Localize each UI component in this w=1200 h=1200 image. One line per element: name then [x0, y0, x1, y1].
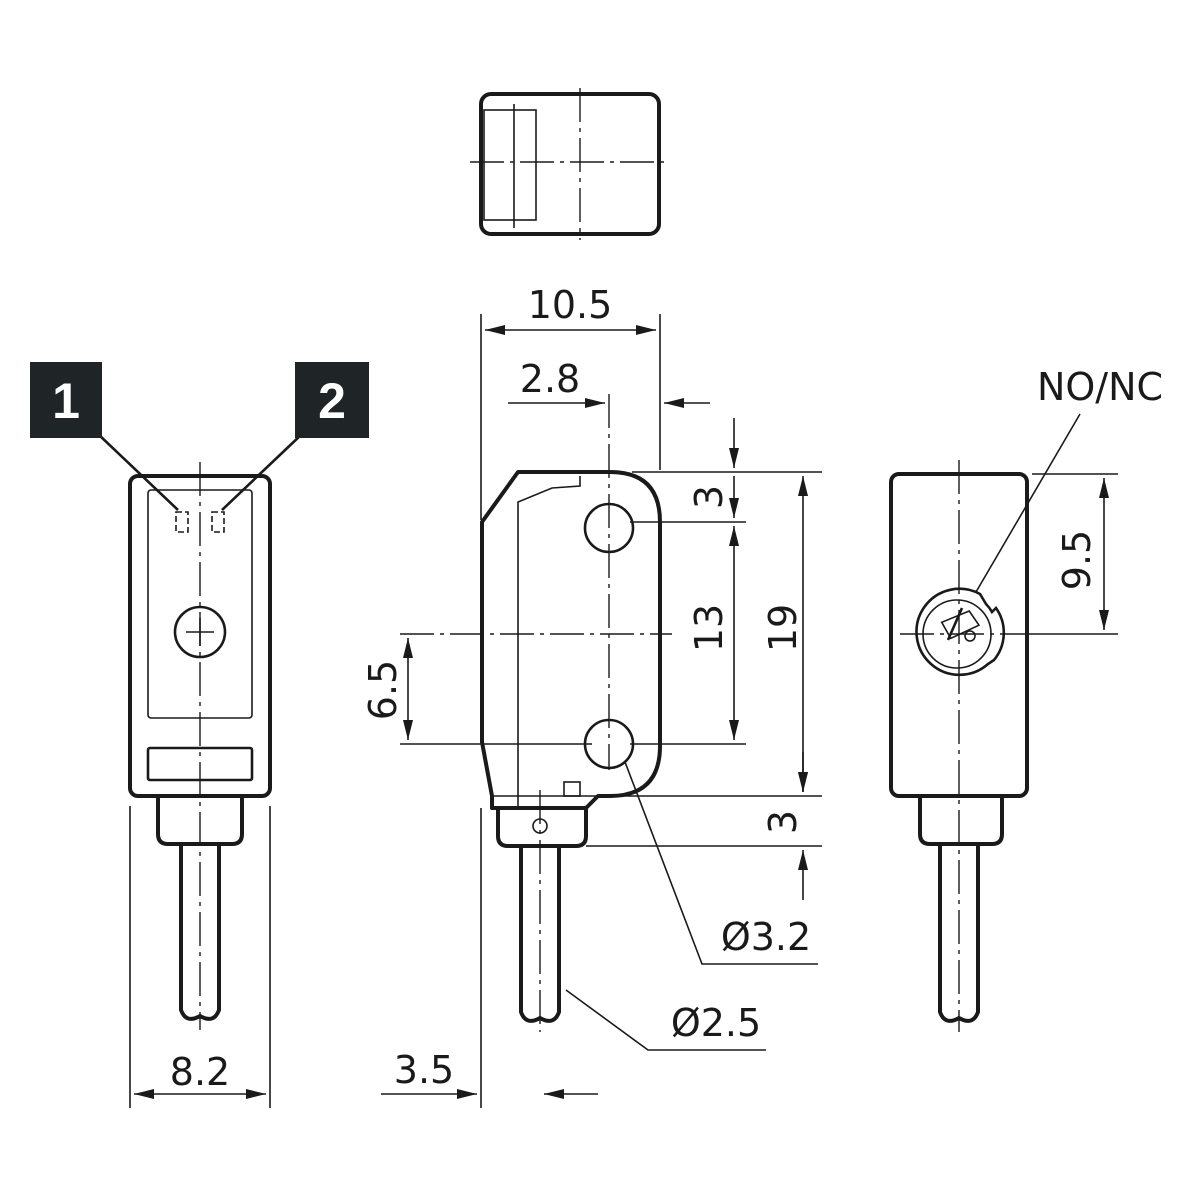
led-1-icon [175, 511, 189, 533]
switch-label: NO/NC [1037, 365, 1163, 409]
dimension-height-total: 19 [761, 604, 805, 652]
dimension-center-offset: 6.5 [361, 660, 405, 720]
dimension-hole-spacing: 13 [687, 604, 731, 652]
front-view: 8.2 [97, 433, 303, 1108]
dimension-hole-offset-x: 2.8 [520, 357, 580, 401]
dimension-cable-offset: 3.5 [394, 1048, 454, 1092]
badge-1-label: 1 [52, 373, 80, 429]
rear-view: NO/NC 9.5 [889, 365, 1163, 1032]
dimension-hole-offset-top: 3 [687, 485, 731, 509]
dimension-cable-diameter: Ø2.5 [671, 1001, 761, 1045]
nonc-switch-icon [915, 587, 1006, 677]
badge-2: 2 [295, 362, 369, 438]
dimension-front-width: 8.2 [170, 1050, 230, 1094]
top-view [470, 88, 668, 240]
badge-2-label: 2 [318, 373, 346, 429]
dimension-adjuster-height: 9.5 [1055, 530, 1099, 590]
dimension-width-total: 10.5 [528, 283, 613, 327]
mounting-hole-icon [173, 605, 227, 659]
side-dimensions: 10.5 2.8 3 13 19 3 6.5 Ø3.2 Ø2.5 [361, 283, 822, 1108]
badge-1: 1 [30, 362, 102, 438]
side-view [400, 394, 672, 1032]
led-2-icon [211, 511, 225, 533]
dimension-hole-diameter: Ø3.2 [721, 915, 811, 959]
dimension-hole-offset-bottom: 3 [761, 810, 805, 834]
